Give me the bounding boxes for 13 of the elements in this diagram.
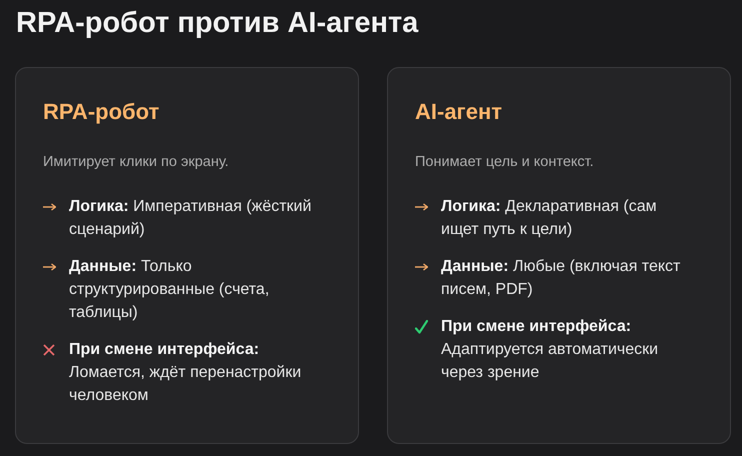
feature-text: При смене интерфейса: Адаптируется автоматически через зрение [441, 317, 660, 383]
page-title: RPA-робот против AI-агента [16, 6, 418, 41]
comparison-card [15, 67, 359, 444]
feature-text: Логика: Императивная (жёсткий сценарий) [69, 197, 312, 240]
feature-text: Данные: Любые (включая текст писем, PDF) [441, 257, 682, 300]
card-heading: RPA-робот [43, 98, 160, 126]
feature-text: Данные: Только структурированные (счета, таблицы) [69, 257, 270, 323]
card-description: Имитирует клики по экрану. [43, 153, 229, 172]
feature-text: При смене интерфейса: Ломается, ждёт перенастройки человеком [69, 340, 302, 406]
comparison-card [387, 67, 731, 444]
feature-text: Логика: Декларативная (сам ищет путь к цели) [441, 197, 658, 240]
card-description: Понимает цель и контекст. [415, 153, 594, 172]
card-heading: AI-агент [415, 98, 502, 126]
